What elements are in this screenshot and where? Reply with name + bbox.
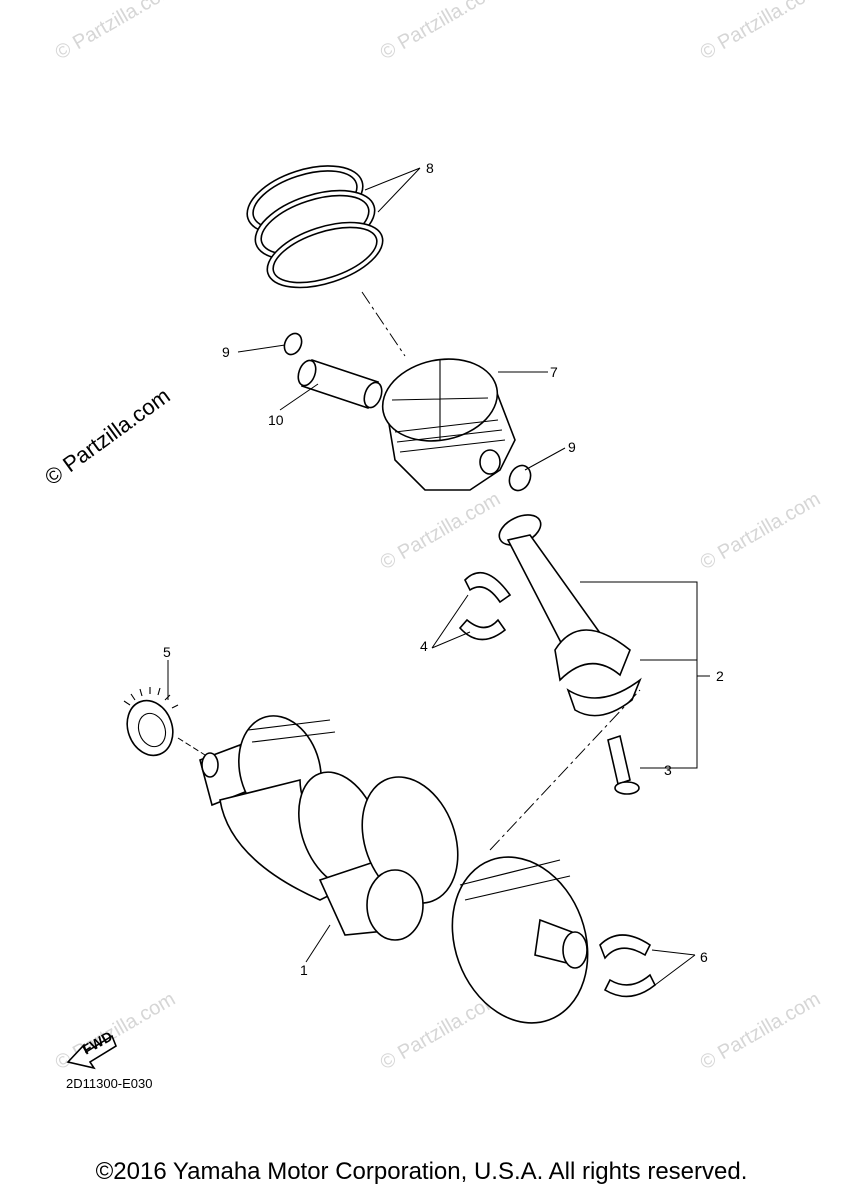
callout-7: 7	[550, 364, 558, 380]
connecting-rod	[498, 514, 642, 717]
callout-1: 1	[300, 962, 308, 978]
callout-4: 4	[420, 638, 428, 654]
rod-bolt	[607, 734, 640, 795]
leader-6	[651, 949, 696, 986]
leader-8	[364, 167, 421, 213]
crank-centerline	[489, 689, 641, 851]
callout-9-top: 9	[222, 344, 230, 360]
leader-2	[640, 659, 710, 677]
gear-centerline	[177, 737, 206, 756]
rod-bearings	[458, 571, 512, 641]
centerline	[361, 291, 406, 357]
leader-4	[431, 594, 471, 649]
watermark: © Partzilla.com	[52, 0, 180, 64]
callout-9-bottom: 9	[568, 439, 576, 455]
callout-5: 5	[163, 644, 171, 660]
leader-10	[279, 383, 319, 411]
bracket-2	[580, 581, 698, 769]
callout-2: 2	[716, 668, 724, 684]
watermark: © Partzilla.com	[697, 988, 825, 1074]
main-bearings	[599, 934, 657, 998]
clip-bottom	[508, 464, 532, 492]
clip-top	[283, 332, 303, 356]
piston	[381, 358, 516, 491]
leader-9-top	[237, 344, 286, 353]
piston-rings	[246, 165, 384, 289]
callout-8: 8	[426, 160, 434, 176]
leader-9-bottom	[524, 447, 566, 471]
leader-1	[305, 924, 331, 963]
copyright-notice: ©2016 Yamaha Motor Corporation, U.S.A. A…	[95, 1158, 748, 1185]
watermark: © Partzilla.com	[377, 0, 505, 64]
watermarks: © Partzilla.com © Partzilla.com © Partzi…	[52, 0, 825, 1074]
gear	[123, 687, 179, 757]
watermark: © Partzilla.com	[697, 0, 825, 64]
callout-10: 10	[268, 412, 284, 428]
diagram-code: 2D11300-E030	[66, 1076, 153, 1091]
callout-6: 6	[700, 949, 708, 965]
piston-pin	[297, 358, 383, 410]
crankshaft	[199, 715, 589, 1024]
callout-3: 3	[664, 762, 672, 778]
watermark: © Partzilla.com	[377, 488, 505, 574]
watermark: © Partzilla.com	[697, 488, 825, 574]
